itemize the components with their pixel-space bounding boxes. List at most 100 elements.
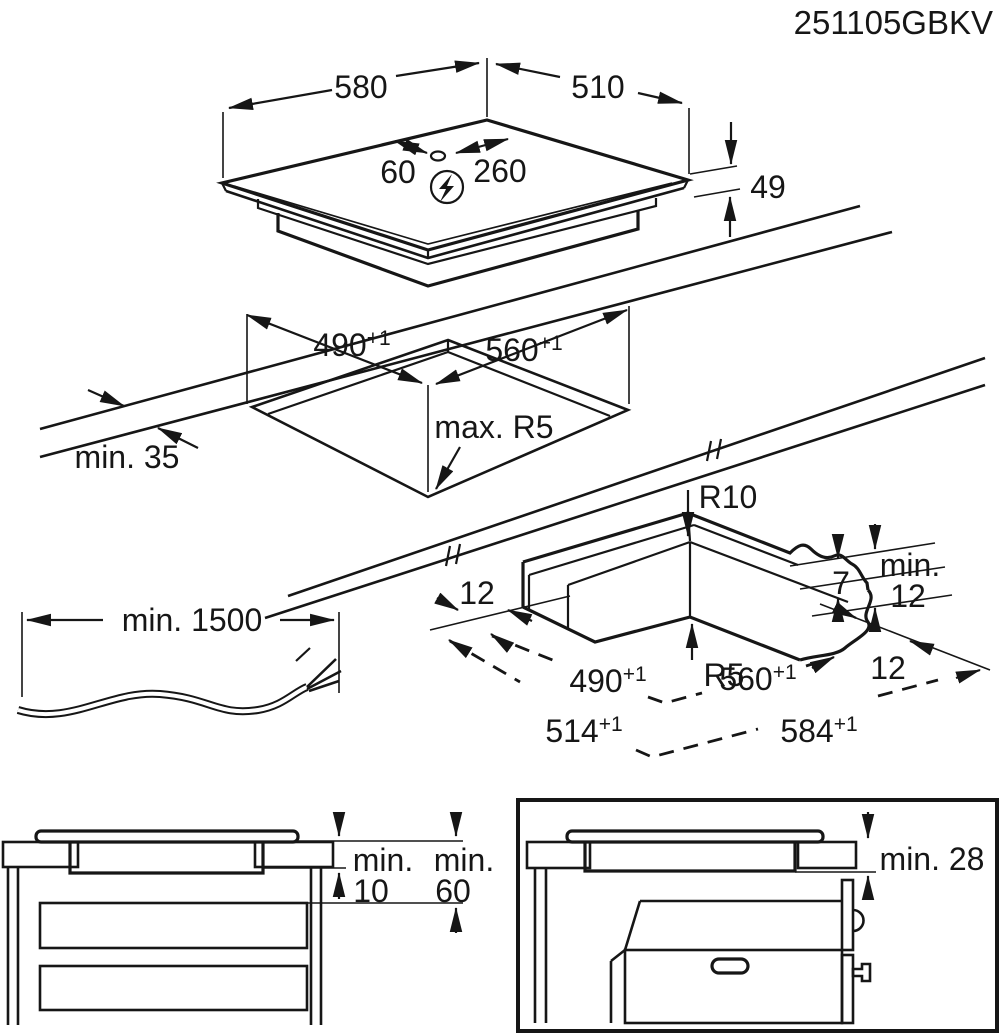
inner-width-label: 560+1 <box>719 661 796 697</box>
cutout-extension-lines <box>246 306 630 492</box>
cable-strip-mark <box>295 647 311 662</box>
cabinet-wall-left-2 <box>533 868 548 1023</box>
corner-top-band-edges <box>527 523 799 610</box>
dim-260-label: 260 <box>473 153 526 189</box>
dim-580-extension-lines <box>222 58 488 178</box>
cable-extension-lines <box>21 612 340 697</box>
min12-value: 12 <box>890 578 926 614</box>
oven-section-view: min. 28 <box>516 798 999 1033</box>
min28-label: min. 28 <box>880 841 985 877</box>
corner-top-edge-left <box>522 511 689 564</box>
min10-word: min. <box>353 842 413 878</box>
oven-front <box>623 948 844 1025</box>
worktop-left-piece <box>1 840 80 869</box>
outer-depth-label: 514+1 <box>545 713 622 749</box>
oven-handle-slot <box>710 957 750 975</box>
hob-body-profile-2 <box>583 842 797 873</box>
min35-arrow-lower <box>157 427 199 449</box>
hob-glass-profile <box>34 829 300 844</box>
cable-entry-hole <box>429 150 447 162</box>
hob-isometric-view: 580 510 60 260 49 <box>216 58 786 288</box>
dim-580-line-left <box>227 88 333 111</box>
hob-glass-inner-edge <box>233 182 673 245</box>
dim-560-label: 560+1 <box>485 332 562 368</box>
hob-body-upper-band <box>256 198 658 266</box>
oven-rail-lower <box>840 953 855 1025</box>
oven-hinge-bump <box>852 908 865 933</box>
clearance-reference-lines <box>263 840 463 904</box>
lightning-bolt-icon <box>439 174 454 202</box>
cabinet-section-view: min. 10 min. 60 <box>1 812 494 1025</box>
corner-bottom-edges <box>522 605 801 662</box>
rebate7-label: 7 <box>832 565 850 601</box>
min10-value: 10 <box>353 873 389 909</box>
inner-depth-label: 490+1 <box>569 663 646 699</box>
dim-580-line-right <box>395 60 481 78</box>
model-number: 251105GBKV <box>794 4 993 41</box>
cutout-outline <box>248 338 632 499</box>
dim-580-label: 580 <box>334 69 387 105</box>
oven-latch-knob <box>851 962 872 983</box>
cable-core <box>17 685 308 717</box>
worktop-left-piece-2 <box>525 840 592 870</box>
oven-top-and-side <box>609 899 842 1023</box>
corner-rebate-edges <box>566 540 849 629</box>
dim-260-line <box>454 137 510 155</box>
dim-510-label: 510 <box>571 69 624 105</box>
outer-width-label: 584+1 <box>780 713 857 749</box>
worktop-edge-line-3 <box>287 356 986 598</box>
break-mark-right <box>705 438 723 462</box>
dim-510-line-right <box>637 91 684 105</box>
power-connection-icon <box>429 169 465 205</box>
oven-rail-upper <box>840 878 855 952</box>
overhang-right-label: 12 <box>870 650 906 686</box>
dim-510-line-left <box>494 62 561 79</box>
dim-49-extension-lines <box>689 165 741 198</box>
flush-corner-view: R10 R5 12 7 min. 12 12 490+1 560+1 514+1… <box>429 479 991 759</box>
min12-word: min. <box>880 547 940 583</box>
hob-body-profile <box>68 842 265 875</box>
worktop-right-piece <box>253 840 335 869</box>
drawer-lower <box>38 964 309 1012</box>
max-r5-label: max. R5 <box>434 409 553 445</box>
overhang-left-arrow-b <box>507 609 533 626</box>
dim-490-line <box>246 313 423 385</box>
r5-label: R5 <box>704 657 745 693</box>
dim-60-line <box>394 138 428 156</box>
outer-dim-arrow-right <box>955 668 981 684</box>
overhang-right-arrow-b <box>909 639 935 656</box>
overhang-left-refline <box>429 595 571 631</box>
worktop-right-piece-2 <box>796 840 858 870</box>
dim-490-label: 490+1 <box>313 327 390 363</box>
cable-wire-ends <box>306 658 342 693</box>
worktop-edge-line-4 <box>264 383 986 620</box>
min60-word: min. <box>434 842 494 878</box>
overhang-left-arrow-a <box>434 592 459 611</box>
oven-view-border <box>516 798 999 1033</box>
min35-label: min. 35 <box>75 439 180 475</box>
dim-560-line <box>435 308 628 386</box>
overhang-left-label: 12 <box>459 575 495 611</box>
hob-glass-corner-ticks <box>221 179 689 258</box>
drawer-upper <box>38 901 309 950</box>
hob-glass-profile-2 <box>565 829 825 844</box>
hob-body-lower-band <box>276 211 640 288</box>
cable-length-label: min. 1500 <box>122 602 263 638</box>
dim-60-label: 60 <box>380 154 416 190</box>
min35-arrow-upper <box>87 388 125 408</box>
worktop-edge-line-1 <box>39 204 861 431</box>
break-mark-left <box>444 543 462 567</box>
r10-label: R10 <box>699 479 758 515</box>
worktop-edge-lower <box>264 356 986 620</box>
overhang-right-arrow-a <box>831 601 857 619</box>
cabinet-side-walls <box>6 867 323 1025</box>
corner-wavy-break <box>799 588 873 662</box>
inner-dim-arrow-right <box>809 656 835 674</box>
min60-value: 60 <box>435 873 471 909</box>
dim-49-label: 49 <box>750 169 786 205</box>
hob-glass-top <box>216 118 694 252</box>
max-r5-arrow <box>435 446 461 490</box>
outer-dim-dashes <box>449 639 939 759</box>
